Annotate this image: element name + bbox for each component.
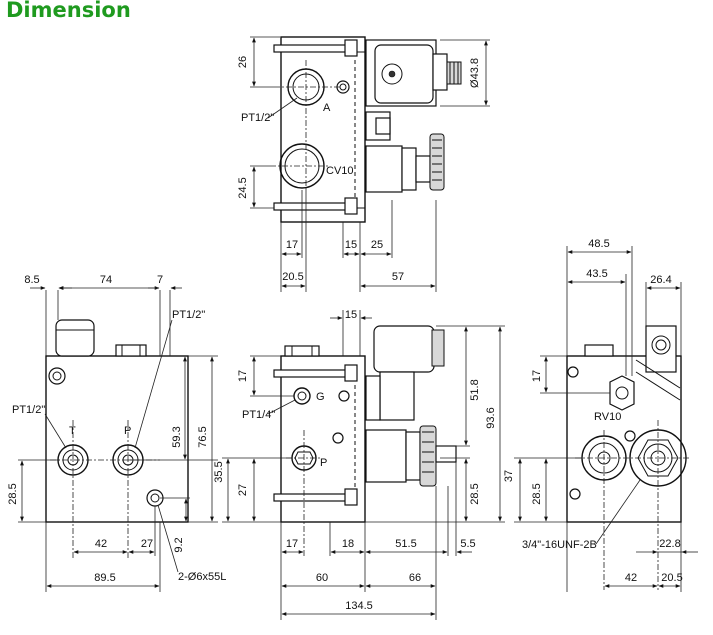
right-body-block [566, 355, 682, 523]
left-dim-7: 7 [157, 274, 163, 286]
top-dim-26: 26 [237, 56, 249, 68]
front-label-pt14: PT1/4" [242, 409, 275, 421]
top-dim-57: 57 [392, 271, 404, 283]
front-label-p: P [320, 457, 327, 469]
left-dim-9-2: 9.2 [173, 537, 185, 552]
right-dim-22-8: 22.8 [659, 538, 680, 550]
front-dim-93-6: 93.6 [485, 407, 497, 428]
right-dim-48-5: 48.5 [588, 238, 609, 250]
right-label-thread: 3/4"-16UNF-2B [522, 539, 597, 551]
left-dim-8-5: 8.5 [24, 274, 39, 286]
left-dim-42: 42 [95, 538, 107, 550]
front-dim-17: 17 [286, 538, 298, 550]
left-dim-27: 27 [141, 538, 153, 550]
left-label-holes: 2-Ø6x55L [178, 571, 226, 583]
front-body-block [280, 355, 366, 523]
front-dim-5-5: 5.5 [460, 538, 475, 550]
right-view: 48.5 43.5 26.4 17 37 28.5 22.8 42 [503, 238, 698, 592]
right-label-rv10: RV10 [594, 411, 621, 423]
right-top-fitting [645, 325, 677, 373]
left-dim-74: 74 [100, 274, 112, 286]
top-dim-20-5: 20.5 [282, 271, 303, 283]
top-dim-24-5: 24.5 [237, 177, 249, 198]
front-dim-60: 60 [316, 572, 328, 584]
front-view: 15 17 35.5 27 51.8 93.6 28.5 [213, 309, 505, 620]
front-label-g: G [316, 391, 325, 403]
top-cv10-cartridge [365, 145, 403, 193]
right-dim-42: 42 [625, 572, 637, 584]
front-dim-27: 27 [237, 484, 249, 496]
right-dim-43-5: 43.5 [586, 268, 607, 280]
front-dim-51-5: 51.5 [395, 538, 416, 550]
front-dim-66: 66 [409, 572, 421, 584]
left-solenoid-stub [55, 319, 95, 357]
right-dim-17: 17 [531, 370, 543, 382]
top-dim-17: 17 [286, 239, 298, 251]
front-solenoid-coil [373, 325, 435, 373]
front-cartridge [365, 429, 407, 483]
page-title: Dimension [6, 0, 131, 22]
top-label-cv10: CV10 [326, 165, 354, 177]
left-dim-28-5: 28.5 [7, 483, 19, 504]
left-label-pt12-right: PT1/2" [172, 309, 205, 321]
right-dim-37: 37 [503, 470, 515, 482]
top-view: 26 24.5 Ø43.8 17 20.5 15 25 57 [237, 36, 490, 292]
top-bolt-upper [273, 44, 355, 53]
top-bolt-lower [273, 202, 355, 211]
left-dim-59-3: 59.3 [171, 426, 183, 447]
front-handwheel [419, 425, 437, 487]
top-body-block [280, 36, 366, 223]
front-dim-17-top: 17 [237, 370, 249, 382]
front-dim-51-8: 51.8 [469, 379, 481, 400]
right-rv10-nut [609, 375, 635, 411]
left-body-block [45, 355, 189, 523]
left-dim-76-5: 76.5 [197, 426, 209, 447]
front-dim-15: 15 [345, 309, 357, 321]
top-label-a: A [323, 102, 331, 114]
front-port-g [293, 387, 311, 405]
front-dim-35-5: 35.5 [213, 461, 225, 482]
top-dim-15: 15 [345, 239, 357, 251]
top-dim-25: 25 [371, 239, 383, 251]
front-dim-134-5: 134.5 [345, 600, 373, 612]
left-label-p: P [124, 425, 131, 437]
left-label-pt12-left: PT1/2" [12, 404, 45, 416]
right-dim-28-5: 28.5 [531, 483, 543, 504]
right-dim-20-5: 20.5 [661, 572, 682, 584]
front-dim-18: 18 [342, 538, 354, 550]
top-label-pt12: PT1/2" [241, 112, 274, 124]
left-view: 8.5 74 7 59.3 76.5 28.5 42 [7, 274, 226, 592]
left-dim-89-5: 89.5 [94, 572, 115, 584]
left-label-t: T [69, 425, 76, 437]
top-handwheel [429, 133, 445, 191]
top-dim-dia-43-8: Ø43.8 [469, 58, 481, 88]
right-dim-26-4: 26.4 [650, 274, 671, 286]
front-dim-28-5: 28.5 [469, 483, 481, 504]
